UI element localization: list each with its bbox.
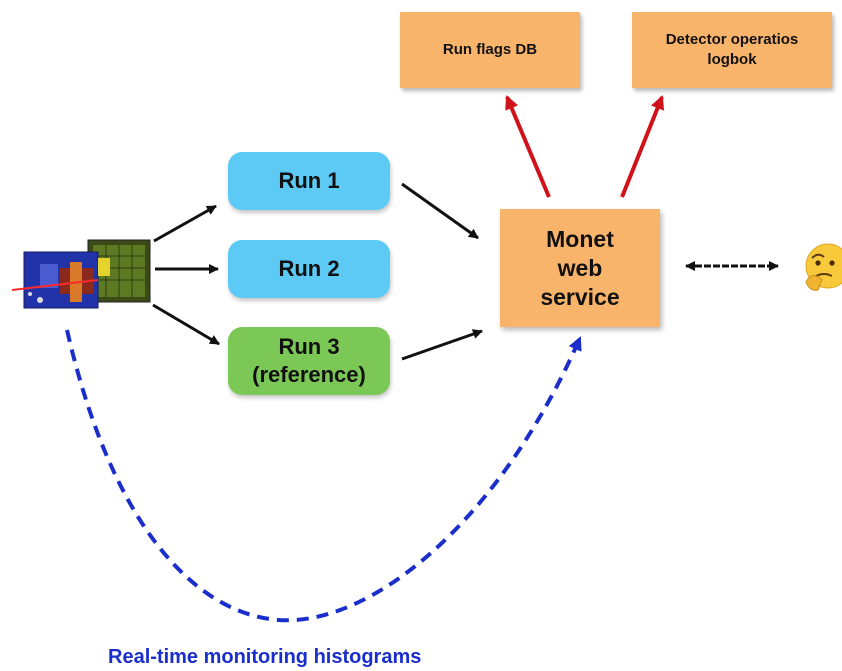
run3-reference-box: Run 3 (reference) xyxy=(228,327,390,395)
monet-web-service-box: Monet web service xyxy=(500,209,660,327)
detector-image-icon xyxy=(11,239,151,309)
run2-box: Run 2 xyxy=(228,240,390,298)
arrow-monet-to-logbook xyxy=(620,95,665,198)
real-time-histograms-caption: Real-time monitoring histograms xyxy=(108,646,422,668)
arrow-detector-to-run3 xyxy=(152,303,220,346)
arrow-monet-to-run-flags-db xyxy=(505,95,551,198)
arrow-run1-to-monet xyxy=(401,182,479,240)
thinking-face-emoji-icon xyxy=(805,243,842,291)
arrow-detector-to-run1 xyxy=(153,204,217,243)
real-time-histograms-arrow xyxy=(65,329,582,623)
run1-box: Run 1 xyxy=(228,152,390,210)
run-flags-db-box: Run flags DB xyxy=(400,12,580,88)
detector-logbook-box: Detector operatios logbok xyxy=(632,12,832,88)
arrow-run3-to-monet xyxy=(401,329,483,361)
